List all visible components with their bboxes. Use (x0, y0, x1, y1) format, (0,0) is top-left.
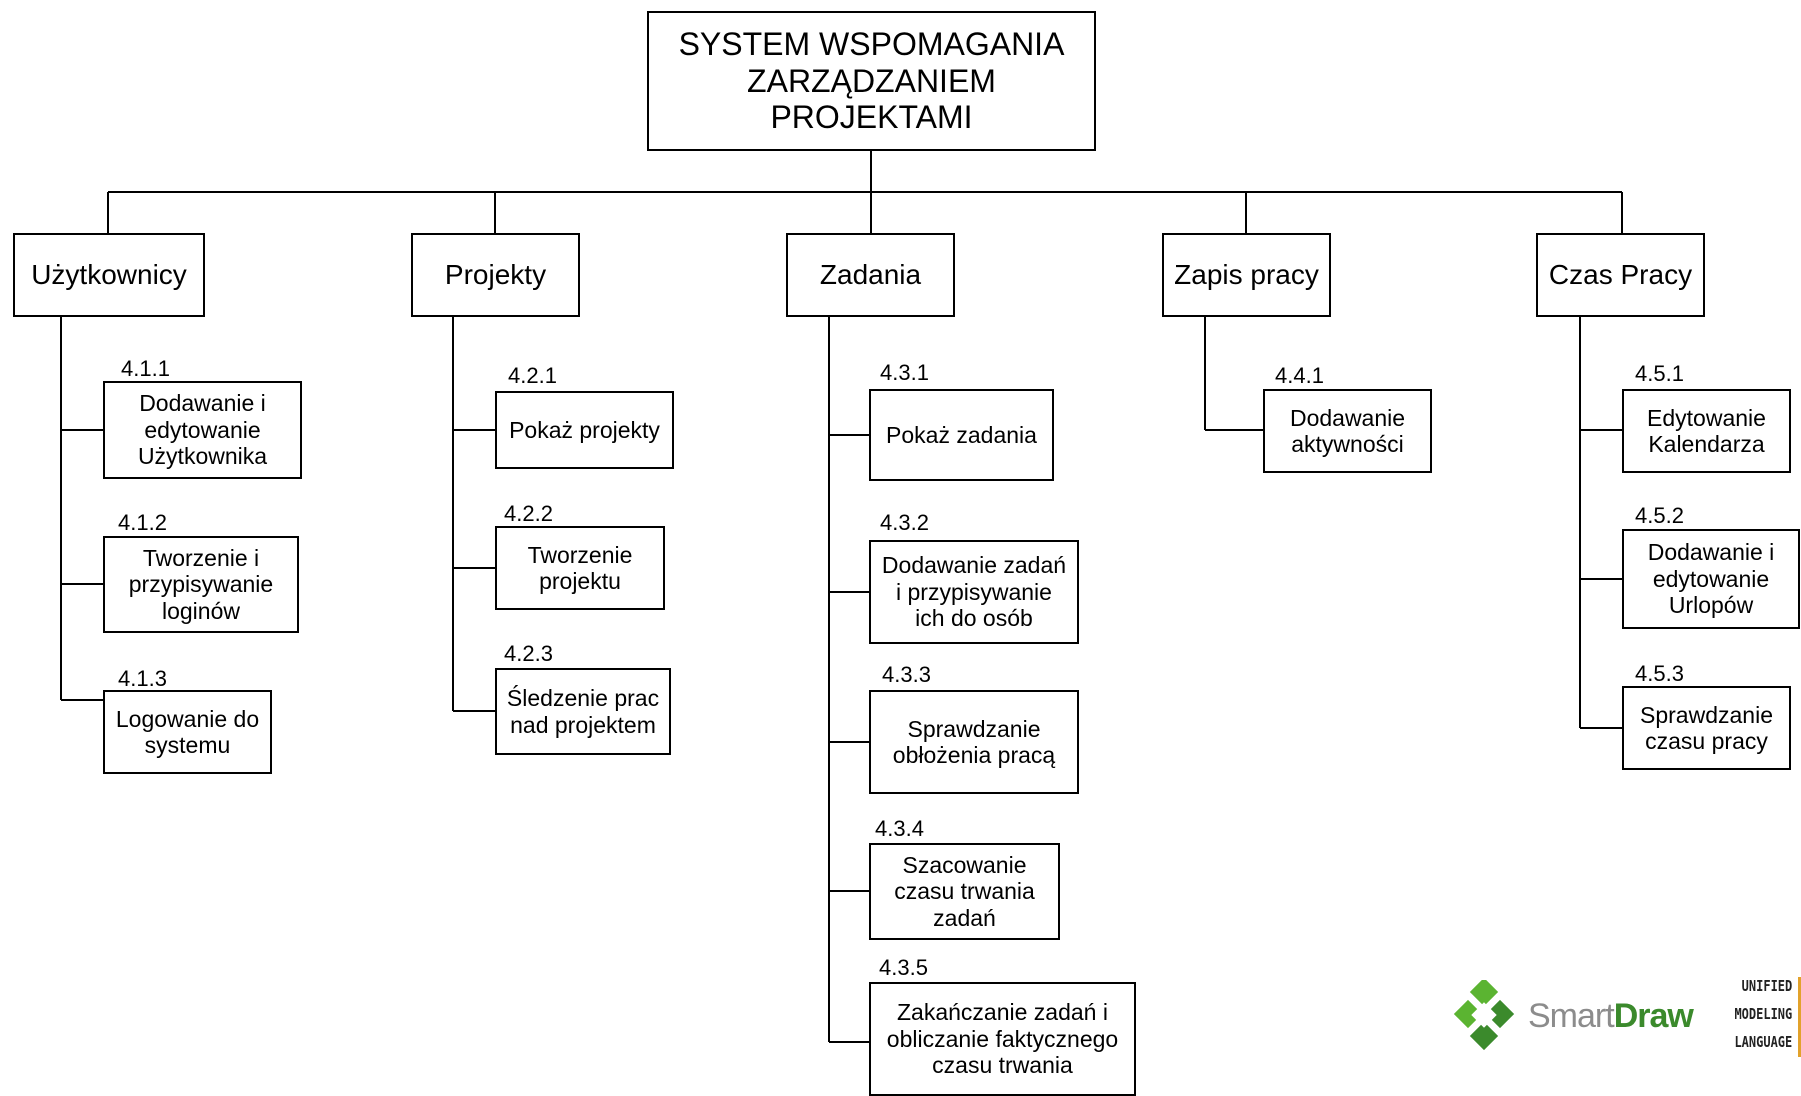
item-label: Zakańczanie zadań i obliczanie faktyczne… (886, 999, 1119, 1079)
category-zadania: Zadania (786, 233, 955, 317)
uml-accent-bar (1798, 977, 1801, 1057)
item-4-3-3: Sprawdzanie obłożenia pracą (869, 690, 1079, 794)
category-label: Zadania (819, 258, 922, 290)
item-label: Tworzenie i przypisywanie loginów (128, 544, 274, 624)
item-label: Dodawanie i edytowanie Urlopów (1647, 539, 1775, 619)
item-code: 4.1.3 (118, 666, 167, 691)
item-code: 4.1.2 (118, 510, 167, 535)
category-czas-pracy: Czas Pracy (1536, 233, 1705, 317)
item-label: Dodawanie aktywności (1289, 404, 1406, 457)
item-4-3-4: Szacowanie czasu trwania zadań (869, 843, 1060, 940)
item-code: 4.2.3 (504, 641, 553, 666)
category-label: Projekty (444, 258, 547, 290)
item-code: 4.2.1 (508, 363, 557, 388)
item-label: Dodawanie i edytowanie Użytkownika (137, 390, 268, 470)
smartdraw-diamond-icon (1453, 980, 1515, 1051)
smartdraw-wordmark: SmartDraw (1528, 996, 1694, 1035)
item-4-4-1: Dodawanie aktywności (1263, 389, 1432, 473)
category-label: Czas Pracy (1548, 258, 1693, 290)
item-label: Logowanie do systemu (115, 705, 260, 758)
uml-wordmark: UNIFIED MODELING LANGUAGE (1734, 977, 1793, 1051)
item-code: 4.4.1 (1275, 363, 1324, 388)
item-4-2-1: Pokaż projekty (495, 391, 674, 469)
item-code: 4.3.1 (880, 360, 929, 385)
category-label: Zapis pracy (1174, 258, 1319, 290)
item-label: Sprawdzanie obłożenia pracą (892, 715, 1056, 768)
item-4-1-3: Logowanie do systemu (103, 690, 272, 774)
category-uzytkownicy: Użytkownicy (13, 233, 205, 317)
category-zapis-pracy: Zapis pracy (1162, 233, 1331, 317)
item-code: 4.2.2 (504, 501, 553, 526)
item-code: 4.3.2 (880, 510, 929, 535)
item-label: Szacowanie czasu trwania zadań (894, 851, 1035, 931)
smartdraw-logo: SmartDraw (1448, 980, 1694, 1052)
item-4-2-3: Śledzenie prac nad projektem (495, 668, 671, 755)
item-4-5-2: Dodawanie i edytowanie Urlopów (1622, 529, 1800, 629)
category-projekty: Projekty (411, 233, 580, 317)
item-4-3-5: Zakańczanie zadań i obliczanie faktyczne… (869, 982, 1136, 1096)
item-4-1-1: Dodawanie i edytowanie Użytkownika (103, 381, 302, 479)
item-code: 4.3.3 (882, 662, 931, 687)
item-code: 4.5.2 (1635, 503, 1684, 528)
item-label: Dodawanie zadań i przypisywanie ich do o… (881, 552, 1067, 632)
item-4-5-1: Edytowanie Kalendarza (1622, 389, 1791, 473)
item-4-1-2: Tworzenie i przypisywanie loginów (103, 536, 299, 633)
item-4-3-1: Pokaż zadania (869, 389, 1054, 481)
uml-logo: UNIFIED MODELING LANGUAGE (1720, 973, 1801, 1057)
item-code: 4.5.3 (1635, 661, 1684, 686)
item-code: 4.3.4 (875, 816, 924, 841)
item-4-5-3: Sprawdzanie czasu pracy (1622, 686, 1791, 770)
category-label: Użytkownicy (31, 258, 187, 290)
item-code: 4.5.1 (1635, 361, 1684, 386)
item-label: Śledzenie prac nad projektem (506, 685, 660, 738)
item-label: Tworzenie projektu (527, 541, 633, 594)
root-node: SYSTEM WSPOMAGANIA ZARZĄDZANIEM PROJEKTA… (647, 11, 1096, 151)
item-label: Pokaż zadania (886, 421, 1037, 448)
item-4-2-2: Tworzenie projektu (495, 526, 665, 610)
item-4-3-2: Dodawanie zadań i przypisywanie ich do o… (869, 540, 1079, 644)
item-label: Edytowanie Kalendarza (1647, 404, 1766, 457)
item-code: 4.3.5 (879, 955, 928, 980)
root-label: SYSTEM WSPOMAGANIA ZARZĄDZANIEM PROJEKTA… (678, 25, 1065, 136)
item-label: Sprawdzanie czasu pracy (1640, 701, 1773, 754)
item-label: Pokaż projekty (509, 416, 660, 443)
item-code: 4.1.1 (121, 356, 170, 381)
